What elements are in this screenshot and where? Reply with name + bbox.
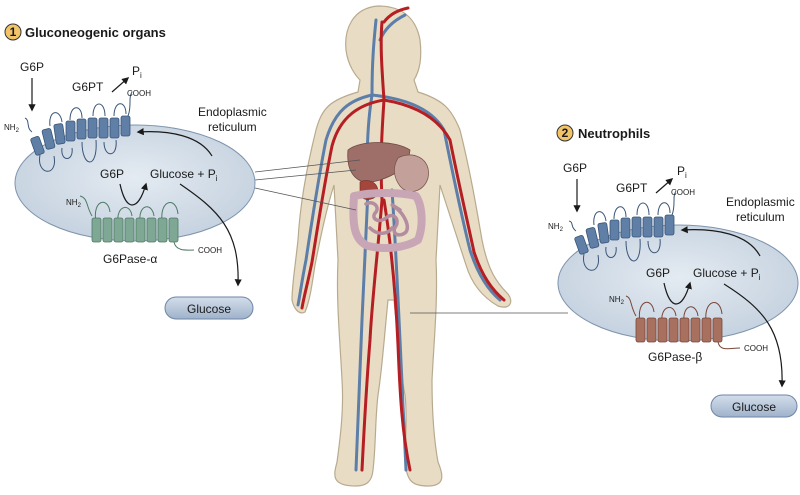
pi-label-1: Pi [132, 64, 142, 80]
badge-1 [4, 23, 22, 41]
glucose-out-2: Glucose [732, 400, 776, 414]
er-label-2a: Endoplasmic [726, 195, 795, 209]
internal-organs [347, 142, 429, 252]
nh2-enzyme-2: NH2 [609, 295, 625, 306]
glucose-out-1: Glucose [187, 302, 231, 316]
panel-title-2: Neutrophils [578, 126, 650, 141]
er-label-1a: Endoplasmic [198, 105, 267, 119]
return-arrow-1 [136, 128, 213, 157]
g6pase-alpha [91, 217, 179, 243]
nh2-enzyme-1: NH2 [66, 198, 82, 209]
connector-lines [254, 159, 568, 314]
g6pase-alpha-loops [79, 195, 179, 223]
nh2-top-1: NH2 [4, 123, 20, 134]
g6pt-transporter-2 [574, 214, 675, 255]
badge-1-label: 1 [10, 25, 17, 39]
g6p-lumen-2: G6P [646, 266, 670, 280]
er-ellipse-1 [14, 124, 256, 242]
g6pt-transporter-1 [30, 115, 131, 156]
cooh-tail-1 [127, 91, 133, 117]
g6pt-loops-2 [583, 202, 671, 271]
nh2-tail-1 [24, 117, 33, 133]
cooh-tail-2 [671, 190, 677, 216]
large-intestine [349, 189, 426, 252]
export-arrow-1 [179, 183, 242, 287]
g6pase-alpha-label: G6Pase-α [103, 252, 157, 266]
g6pt-loops-1 [39, 103, 127, 172]
glucose-pill-2 [710, 394, 798, 418]
panel-gluconeogenic: 1 Gluconeogenic organs G6P G6PT Pi COOH … [4, 23, 267, 320]
stomach [394, 154, 429, 192]
nh2-top-2: NH2 [548, 222, 564, 233]
g6pase-beta-label: G6Pase-β [648, 350, 702, 364]
panel-title-1: Gluconeogenic organs [25, 25, 166, 40]
nh2-tail-2 [568, 220, 577, 232]
glucose-pi-2: Glucose + Pi [693, 266, 761, 282]
g6pase-beta [635, 317, 723, 343]
cooh-enzyme-tail-2 [717, 341, 741, 350]
cooh-enzyme-2: COOH [744, 344, 768, 353]
g6p-lumen-1: G6P [100, 167, 124, 181]
g6pase-beta-loops [625, 295, 723, 323]
badge-2 [556, 124, 574, 142]
panel-neutrophils: 2 Neutrophils G6P G6PT Pi COOH NH2 Endop… [548, 124, 799, 418]
return-arrow-2 [680, 226, 761, 257]
badge-2-label: 2 [562, 126, 569, 140]
small-intestine [364, 200, 409, 237]
g6p-cytosol-1: G6P [20, 60, 44, 74]
export-arrow-2 [723, 283, 786, 388]
er-label-2b: reticulum [736, 210, 785, 224]
hydrolysis-arrow-2 [663, 281, 692, 305]
g6p-cytosol-2: G6P [563, 161, 587, 175]
cooh-enzyme-1: COOH [198, 246, 222, 255]
g6pt-label-2: G6PT [616, 181, 648, 195]
pi-label-2: Pi [677, 164, 687, 180]
cooh-enzyme-tail-1 [173, 241, 195, 251]
artery-network [300, 6, 506, 472]
er-label-1b: reticulum [208, 120, 257, 134]
glucose-pi-1: Glucose + Pi [150, 167, 218, 183]
cooh-top-1: COOH [127, 89, 151, 98]
hydrolysis-arrow-1 [119, 182, 148, 206]
g6pt-label-1: G6PT [72, 80, 104, 94]
glucose-pill-1 [164, 296, 254, 320]
human-figure [291, 5, 512, 487]
cooh-top-2: COOH [671, 188, 695, 197]
